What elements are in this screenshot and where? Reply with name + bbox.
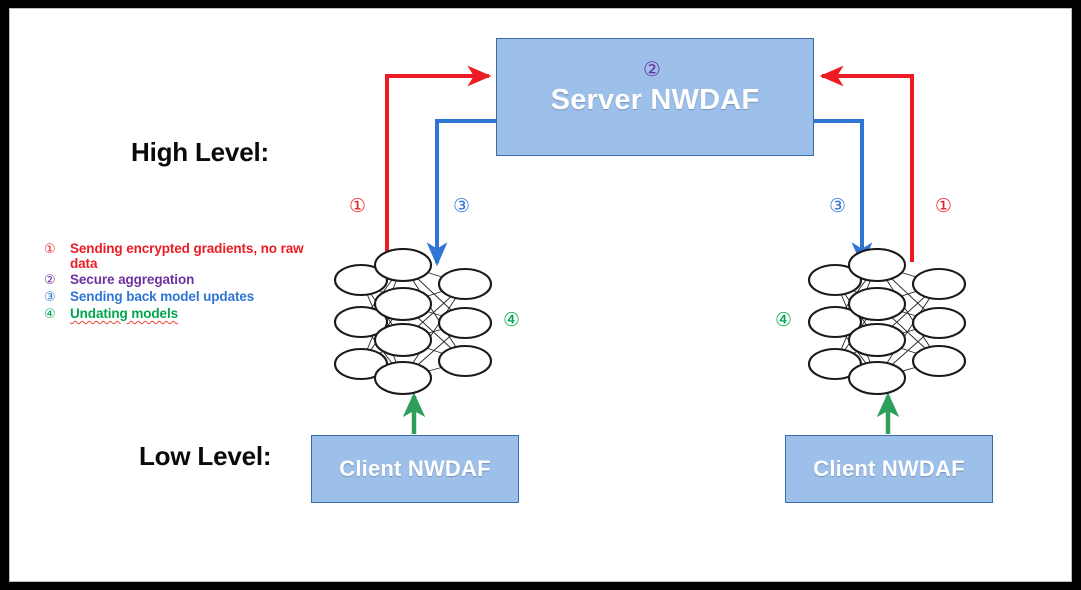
client-nwdaf-label-right: Client NWDAF — [813, 456, 965, 481]
legend-marker-1: ① — [44, 242, 56, 257]
neural-network-left — [325, 248, 501, 396]
server-nwdaf-label: Server NWDAF — [550, 83, 760, 116]
step-marker-3-right: ③ — [829, 195, 847, 217]
legend-item: ③ Sending back model updates — [44, 289, 312, 305]
low-level-label: Low Level: — [139, 441, 272, 471]
legend: ① Sending encrypted gradients, no raw da… — [44, 241, 312, 323]
legend-marker-4: ④ — [44, 307, 56, 322]
nn-nodes — [807, 248, 967, 396]
nn-nodes — [333, 248, 493, 396]
step-marker-4-left: ④ — [503, 309, 521, 331]
legend-label-2: Secure aggregation — [70, 272, 195, 287]
legend-item: ② Secure aggregation — [44, 272, 312, 288]
client-nwdaf-box-right[interactable]: Client NWDAF — [785, 435, 993, 503]
legend-label-4: Undating models — [70, 306, 179, 321]
arrow-right-upload — [819, 65, 914, 262]
step-marker-4-right: ④ — [775, 309, 793, 331]
client-nwdaf-box-left[interactable]: Client NWDAF — [311, 435, 519, 503]
arrow-left-upload — [385, 65, 492, 262]
client-nwdaf-label-left: Client NWDAF — [339, 456, 491, 481]
step-marker-1-left: ① — [349, 195, 367, 217]
legend-label-3: Sending back model updates — [70, 289, 255, 304]
legend-marker-2: ② — [44, 273, 56, 288]
arrow-right-download — [814, 119, 873, 267]
neural-network-right — [799, 248, 975, 396]
server-nwdaf-box[interactable]: Server NWDAF — [496, 38, 814, 156]
neural-network-graphic — [807, 248, 967, 396]
step-marker-3-left: ③ — [453, 195, 471, 217]
legend-item: ④ Undating models — [44, 306, 312, 322]
high-level-label: High Level: — [131, 137, 269, 167]
arrow-left-download — [426, 119, 496, 267]
step-marker-1-right: ① — [935, 195, 953, 217]
neural-network-graphic — [333, 248, 493, 396]
legend-marker-3: ③ — [44, 290, 56, 305]
legend-item: ① Sending encrypted gradients, no raw da… — [44, 241, 312, 271]
step-marker-2-aggregation: ② — [643, 57, 661, 81]
legend-label-1: Sending encrypted gradients, no raw data — [70, 241, 304, 271]
